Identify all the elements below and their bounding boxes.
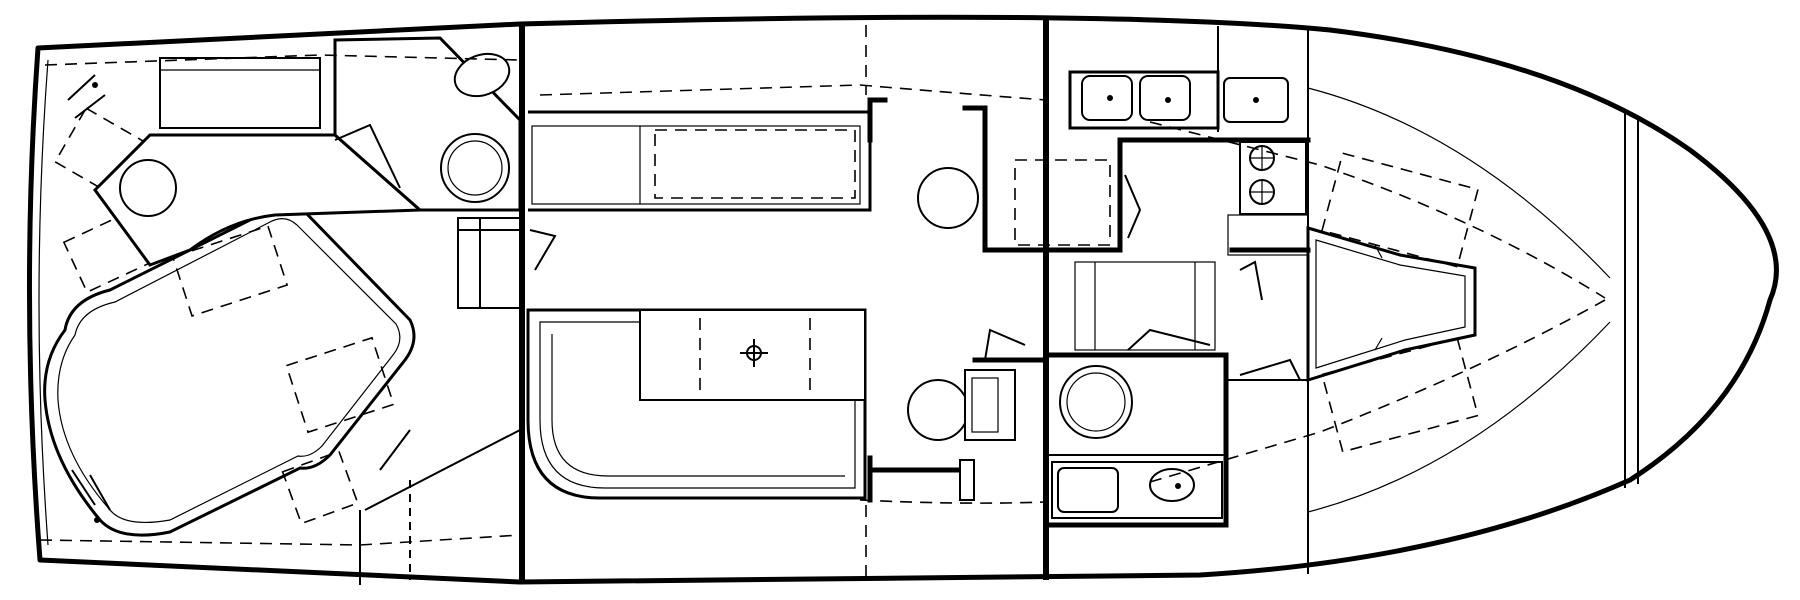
aft-lower-door (364, 429, 521, 511)
salon-upper-storage (654, 129, 856, 199)
sink-drain-1 (1107, 95, 1113, 101)
aft-head-toilet-rim (447, 140, 503, 196)
cleat-bottom (94, 517, 100, 523)
salon-upper-settee (528, 110, 872, 212)
head-toilet (1059, 365, 1133, 439)
master-stool (119, 159, 177, 217)
step-box-dashed (281, 450, 359, 525)
berth-drawer-2 (285, 336, 395, 434)
head-toilet-rim (1066, 372, 1126, 432)
sheer-line (38, 59, 49, 546)
helm-console (964, 369, 1016, 441)
head-basin (1149, 468, 1195, 502)
aft-sweep-top (44, 54, 521, 66)
master-settee (159, 57, 321, 129)
bow-chine-top (1307, 87, 1611, 279)
helm-step (959, 459, 975, 501)
aft-sweep-bottom (39, 534, 521, 546)
salon-stool-upper (917, 167, 979, 229)
fridge-dot (1253, 97, 1259, 103)
head-basin-drain (1175, 483, 1181, 489)
salon-l-settee-inner-2 (551, 334, 845, 477)
v-berth-drawer-2 (1321, 337, 1479, 453)
salon-partition-upper (867, 97, 888, 143)
helm-door (984, 328, 1026, 361)
cleat-top (92, 82, 98, 88)
aft-corner-bottom (71, 469, 111, 511)
salon-helm-upper (962, 105, 1123, 253)
aft-corner-top (67, 74, 106, 119)
aft-head-toilet (440, 133, 510, 203)
salon-upper-cushion (531, 125, 861, 205)
head-walls (1043, 352, 1229, 528)
galley-wall-l (1117, 137, 1311, 253)
hanging-locker-dashed (54, 107, 161, 206)
dinette-pedestal-cross (740, 339, 768, 367)
salon-sweep-top (539, 84, 1047, 101)
galley-sink-2 (1139, 75, 1191, 121)
stove-burner-marks (1250, 146, 1274, 204)
bow-sweep-top (1149, 121, 1606, 299)
aft-head-sink (453, 52, 511, 98)
helm-panel (971, 377, 999, 433)
master-berth-inner (57, 218, 401, 524)
v-berth-door-lower (1239, 358, 1301, 381)
aft-door-swing (529, 229, 557, 271)
sink-drain-2 (1165, 97, 1171, 103)
helm-chair-dashed (1014, 159, 1111, 246)
galley-door-swing (1124, 174, 1142, 239)
fwd-companionway (1074, 261, 1216, 351)
berth-drawer-1 (171, 225, 289, 317)
head-sink (1057, 467, 1119, 513)
salon-stool-lower (907, 379, 969, 441)
aft-companionway (457, 217, 521, 309)
night-table-dashed (62, 211, 152, 294)
bow-chine-bottom (1307, 321, 1611, 513)
v-berth-inner (1315, 239, 1466, 369)
head-door (1127, 328, 1211, 351)
v-berth-hatch-marks (1374, 244, 1383, 351)
salon-l-settee-inner (539, 321, 856, 489)
salon-sweep-bottom (859, 499, 1047, 504)
aft-head-door (334, 123, 401, 189)
bow-sweep-bottom (1149, 299, 1606, 483)
salon-partition-lower (867, 455, 961, 503)
v-berth-door-upper (1239, 260, 1263, 301)
